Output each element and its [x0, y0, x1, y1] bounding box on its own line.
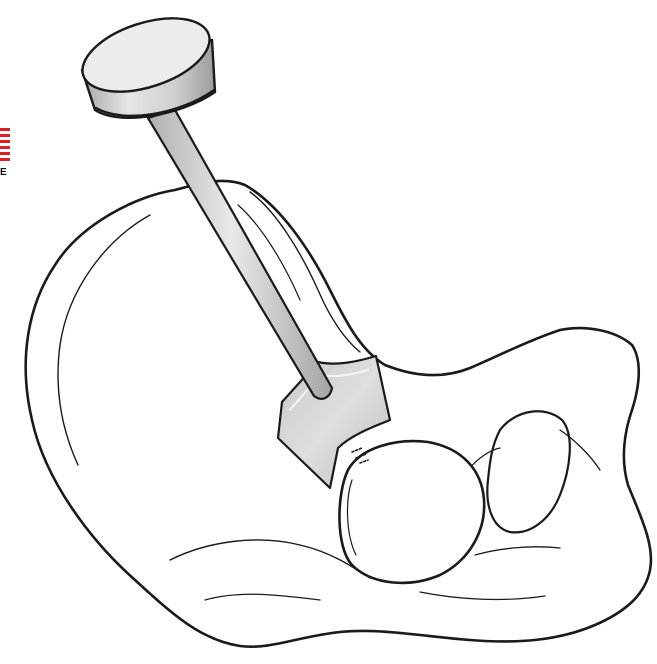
logo-mark [0, 128, 10, 161]
logo-letter: E [0, 168, 7, 178]
